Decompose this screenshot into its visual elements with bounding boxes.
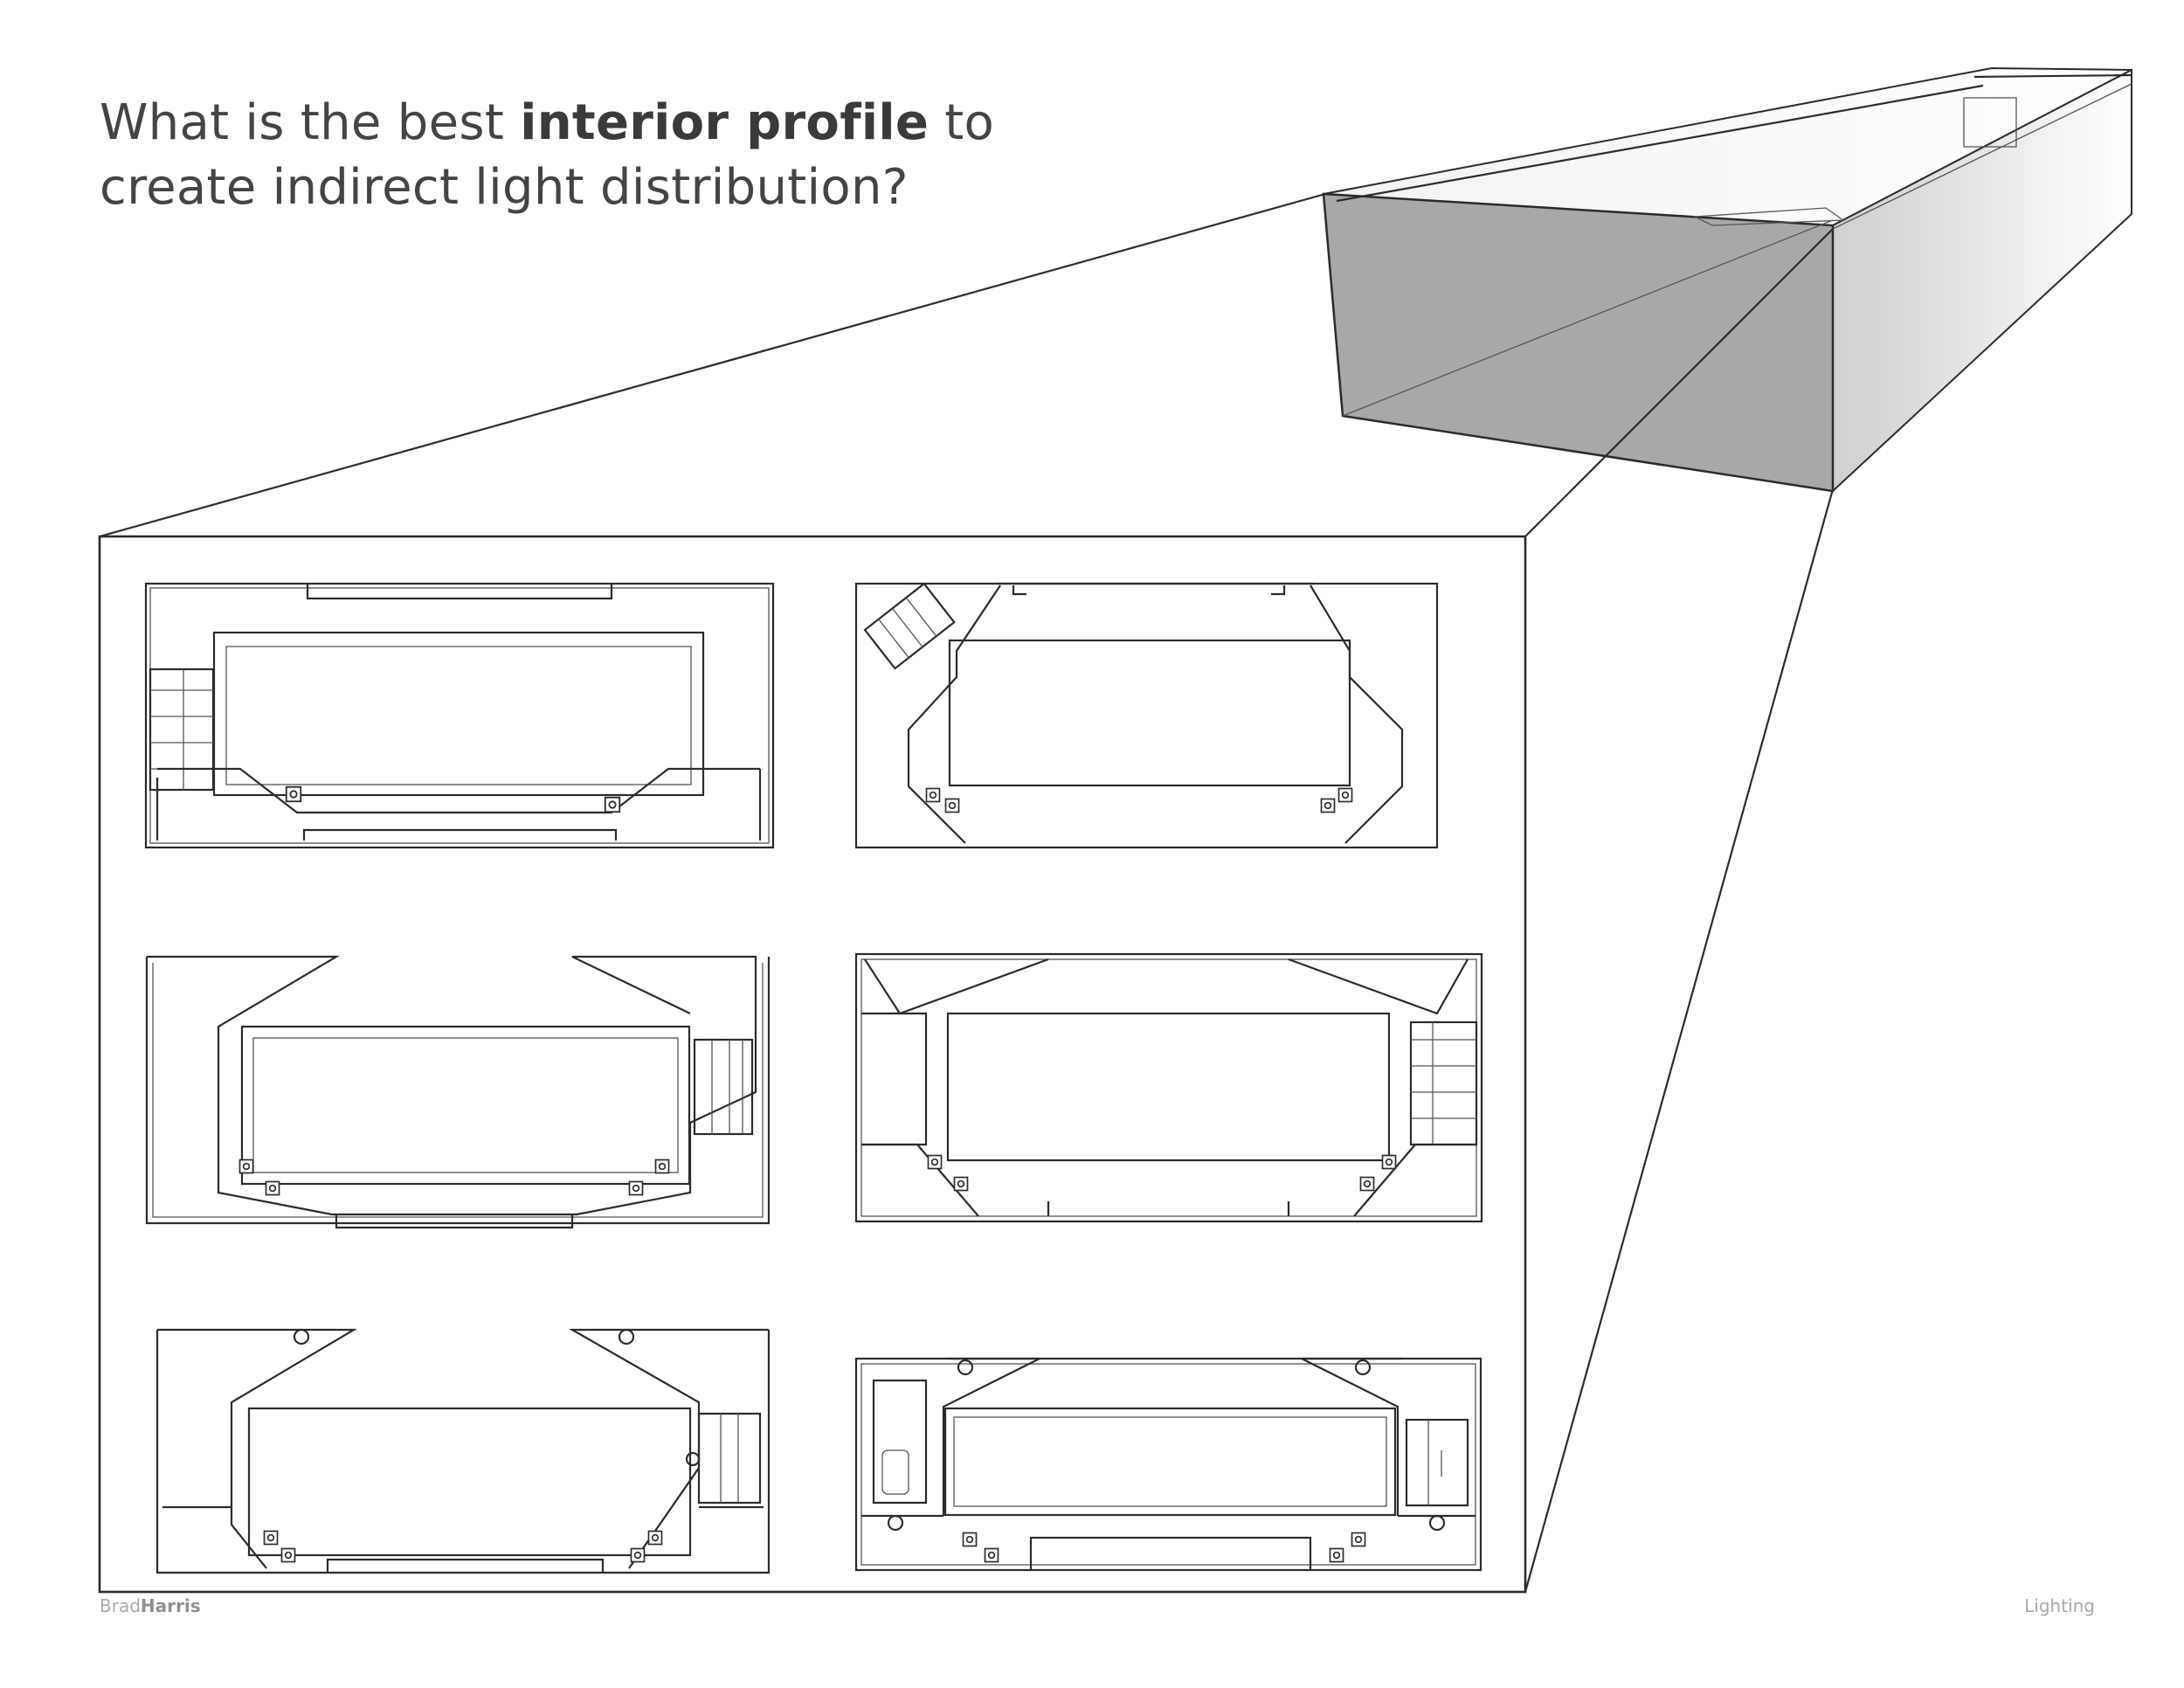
profile-option-5 bbox=[156, 1328, 771, 1574]
title-tail-text: to create indirect light distribution? bbox=[100, 94, 995, 216]
profile-option-1 bbox=[144, 582, 775, 849]
footer-author: BradHarris bbox=[100, 1595, 201, 1616]
footer-section-label: Lighting bbox=[2024, 1595, 2095, 1616]
author-first-name: Brad bbox=[100, 1595, 141, 1616]
zoom-panel bbox=[98, 535, 1527, 1594]
zoom-callout-lines bbox=[99, 192, 1835, 1593]
profile-option-6 bbox=[854, 1357, 1482, 1572]
fixture-end-profile bbox=[1322, 192, 1835, 493]
profile-option-4 bbox=[854, 952, 1483, 1223]
title-emphasis-text: interior profile bbox=[520, 94, 930, 151]
profile-option-2 bbox=[854, 582, 1439, 849]
page-title: What is the best interior profile to cre… bbox=[100, 91, 1148, 220]
title-lead-text: What is the best bbox=[100, 94, 521, 151]
profile-option-3 bbox=[145, 955, 771, 1229]
author-last-name: Harris bbox=[140, 1595, 201, 1616]
fixture-perspective bbox=[1322, 66, 2132, 494]
